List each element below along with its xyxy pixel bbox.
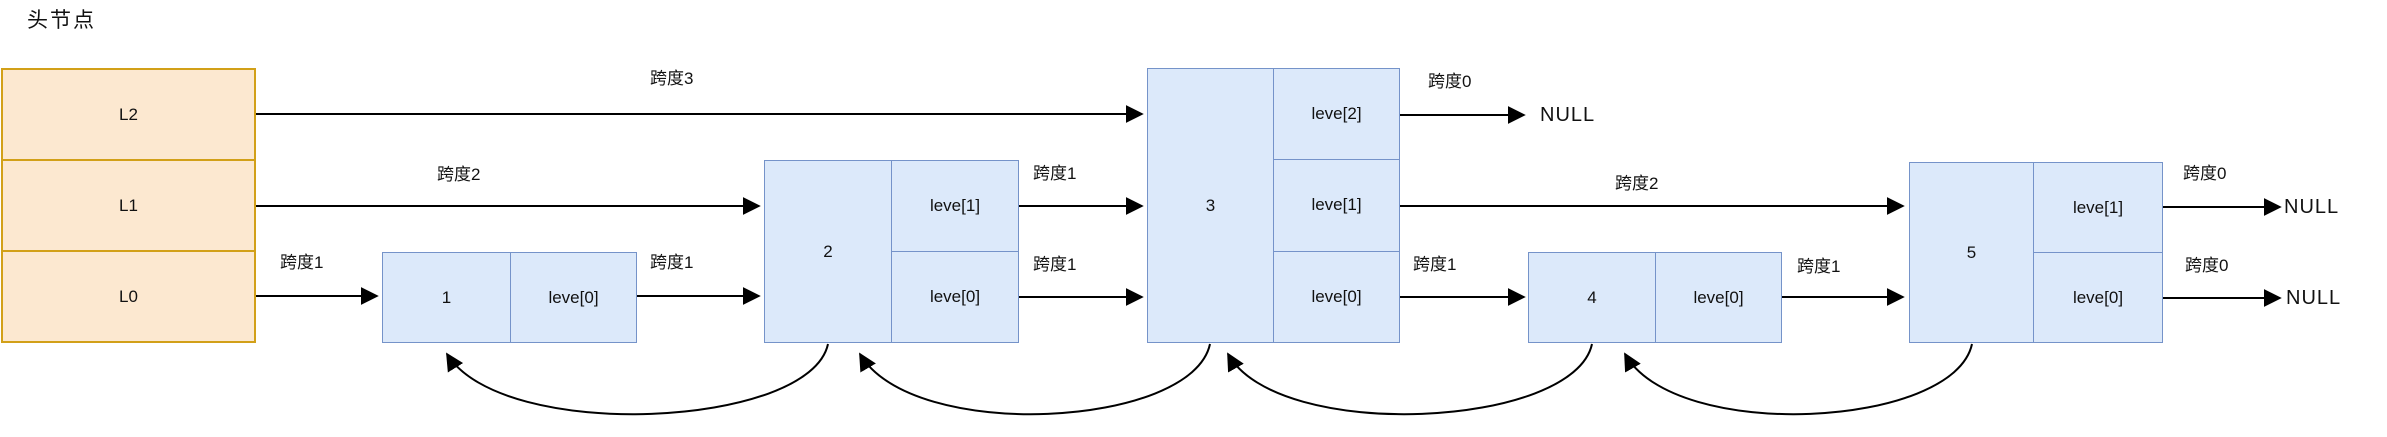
node-3-leve1: leve[1] (1274, 159, 1399, 250)
span-label-node1-to-node2: 跨度1 (650, 253, 694, 272)
null-label-node3-lv2: NULL (1540, 104, 1596, 126)
node-4: 4 leve[0] (1528, 252, 1782, 343)
node-3-pointers: leve[2] leve[1] leve[0] (1274, 69, 1399, 342)
span-label-node4-to-node5: 跨度1 (1797, 257, 1841, 276)
node-2-pointers: leve[1] leve[0] (892, 161, 1018, 342)
node-2: 2 leve[1] leve[0] (764, 160, 1019, 343)
span-label-node5-lv0-null: 跨度0 (2185, 256, 2229, 275)
node-2-value: 2 (765, 161, 892, 342)
span-label-node3-to-node5: 跨度2 (1615, 174, 1659, 193)
backward-arrow-node4-to-node3 (1227, 343, 1593, 416)
head-level-l2-label: L2 (119, 104, 138, 124)
node-4-leve0: leve[0] (1693, 287, 1744, 307)
node-1-leve0: leve[0] (548, 287, 599, 307)
node-2-leve0: leve[0] (892, 251, 1018, 342)
backward-arrow-node5-to-node4 (1624, 343, 1973, 416)
span-label-l2-to-node3: 跨度3 (650, 69, 694, 88)
null-label-node5-lv0: NULL (2286, 287, 2342, 309)
node-5-pointers: leve[1] leve[0] (2034, 163, 2162, 342)
node-4-value: 4 (1529, 253, 1656, 342)
diagram-title: 头节点 (27, 9, 96, 32)
span-label-node2-lv0: 跨度1 (1033, 255, 1077, 274)
node-5-leve0: leve[0] (2034, 252, 2162, 342)
node-5-value: 5 (1910, 163, 2034, 342)
node-1-pointers: leve[0] (511, 253, 636, 342)
backward-arrow-node2-to-node1 (446, 343, 829, 416)
span-label-node3-to-node4: 跨度1 (1413, 255, 1457, 274)
node-3-leve2: leve[2] (1311, 104, 1362, 124)
head-level-l1: L1 (3, 159, 254, 250)
null-label-node5-lv1: NULL (2284, 196, 2340, 218)
node-1: 1 leve[0] (382, 252, 637, 343)
head-level-l2: L2 (3, 70, 254, 159)
head-level-l0-label: L0 (119, 286, 138, 306)
backward-arrow-node3-to-node2 (859, 343, 1211, 416)
node-3-leve0: leve[0] (1274, 250, 1399, 342)
head-level-l0: L0 (3, 250, 254, 341)
node-3-value: 3 (1148, 69, 1274, 342)
node-5-leve1: leve[1] (2072, 197, 2124, 217)
span-label-node3-lv2-null: 跨度0 (1428, 72, 1472, 91)
span-label-node5-lv1-null: 跨度0 (2183, 164, 2227, 183)
node-2-leve1: leve[1] (929, 196, 981, 215)
span-label-l1-to-node2: 跨度2 (437, 165, 481, 184)
node-5: 5 leve[1] leve[0] (1909, 162, 2163, 343)
span-label-l0-to-node1: 跨度1 (280, 253, 324, 272)
node-4-pointers: leve[0] (1656, 253, 1781, 342)
node-3: 3 leve[2] leve[1] leve[0] (1147, 68, 1400, 343)
head-level-l1-label: L1 (119, 195, 138, 215)
node-1-value: 1 (383, 253, 511, 342)
span-label-node2-lv1: 跨度1 (1033, 164, 1077, 183)
head-node-box: L2 L1 L0 (1, 68, 256, 343)
